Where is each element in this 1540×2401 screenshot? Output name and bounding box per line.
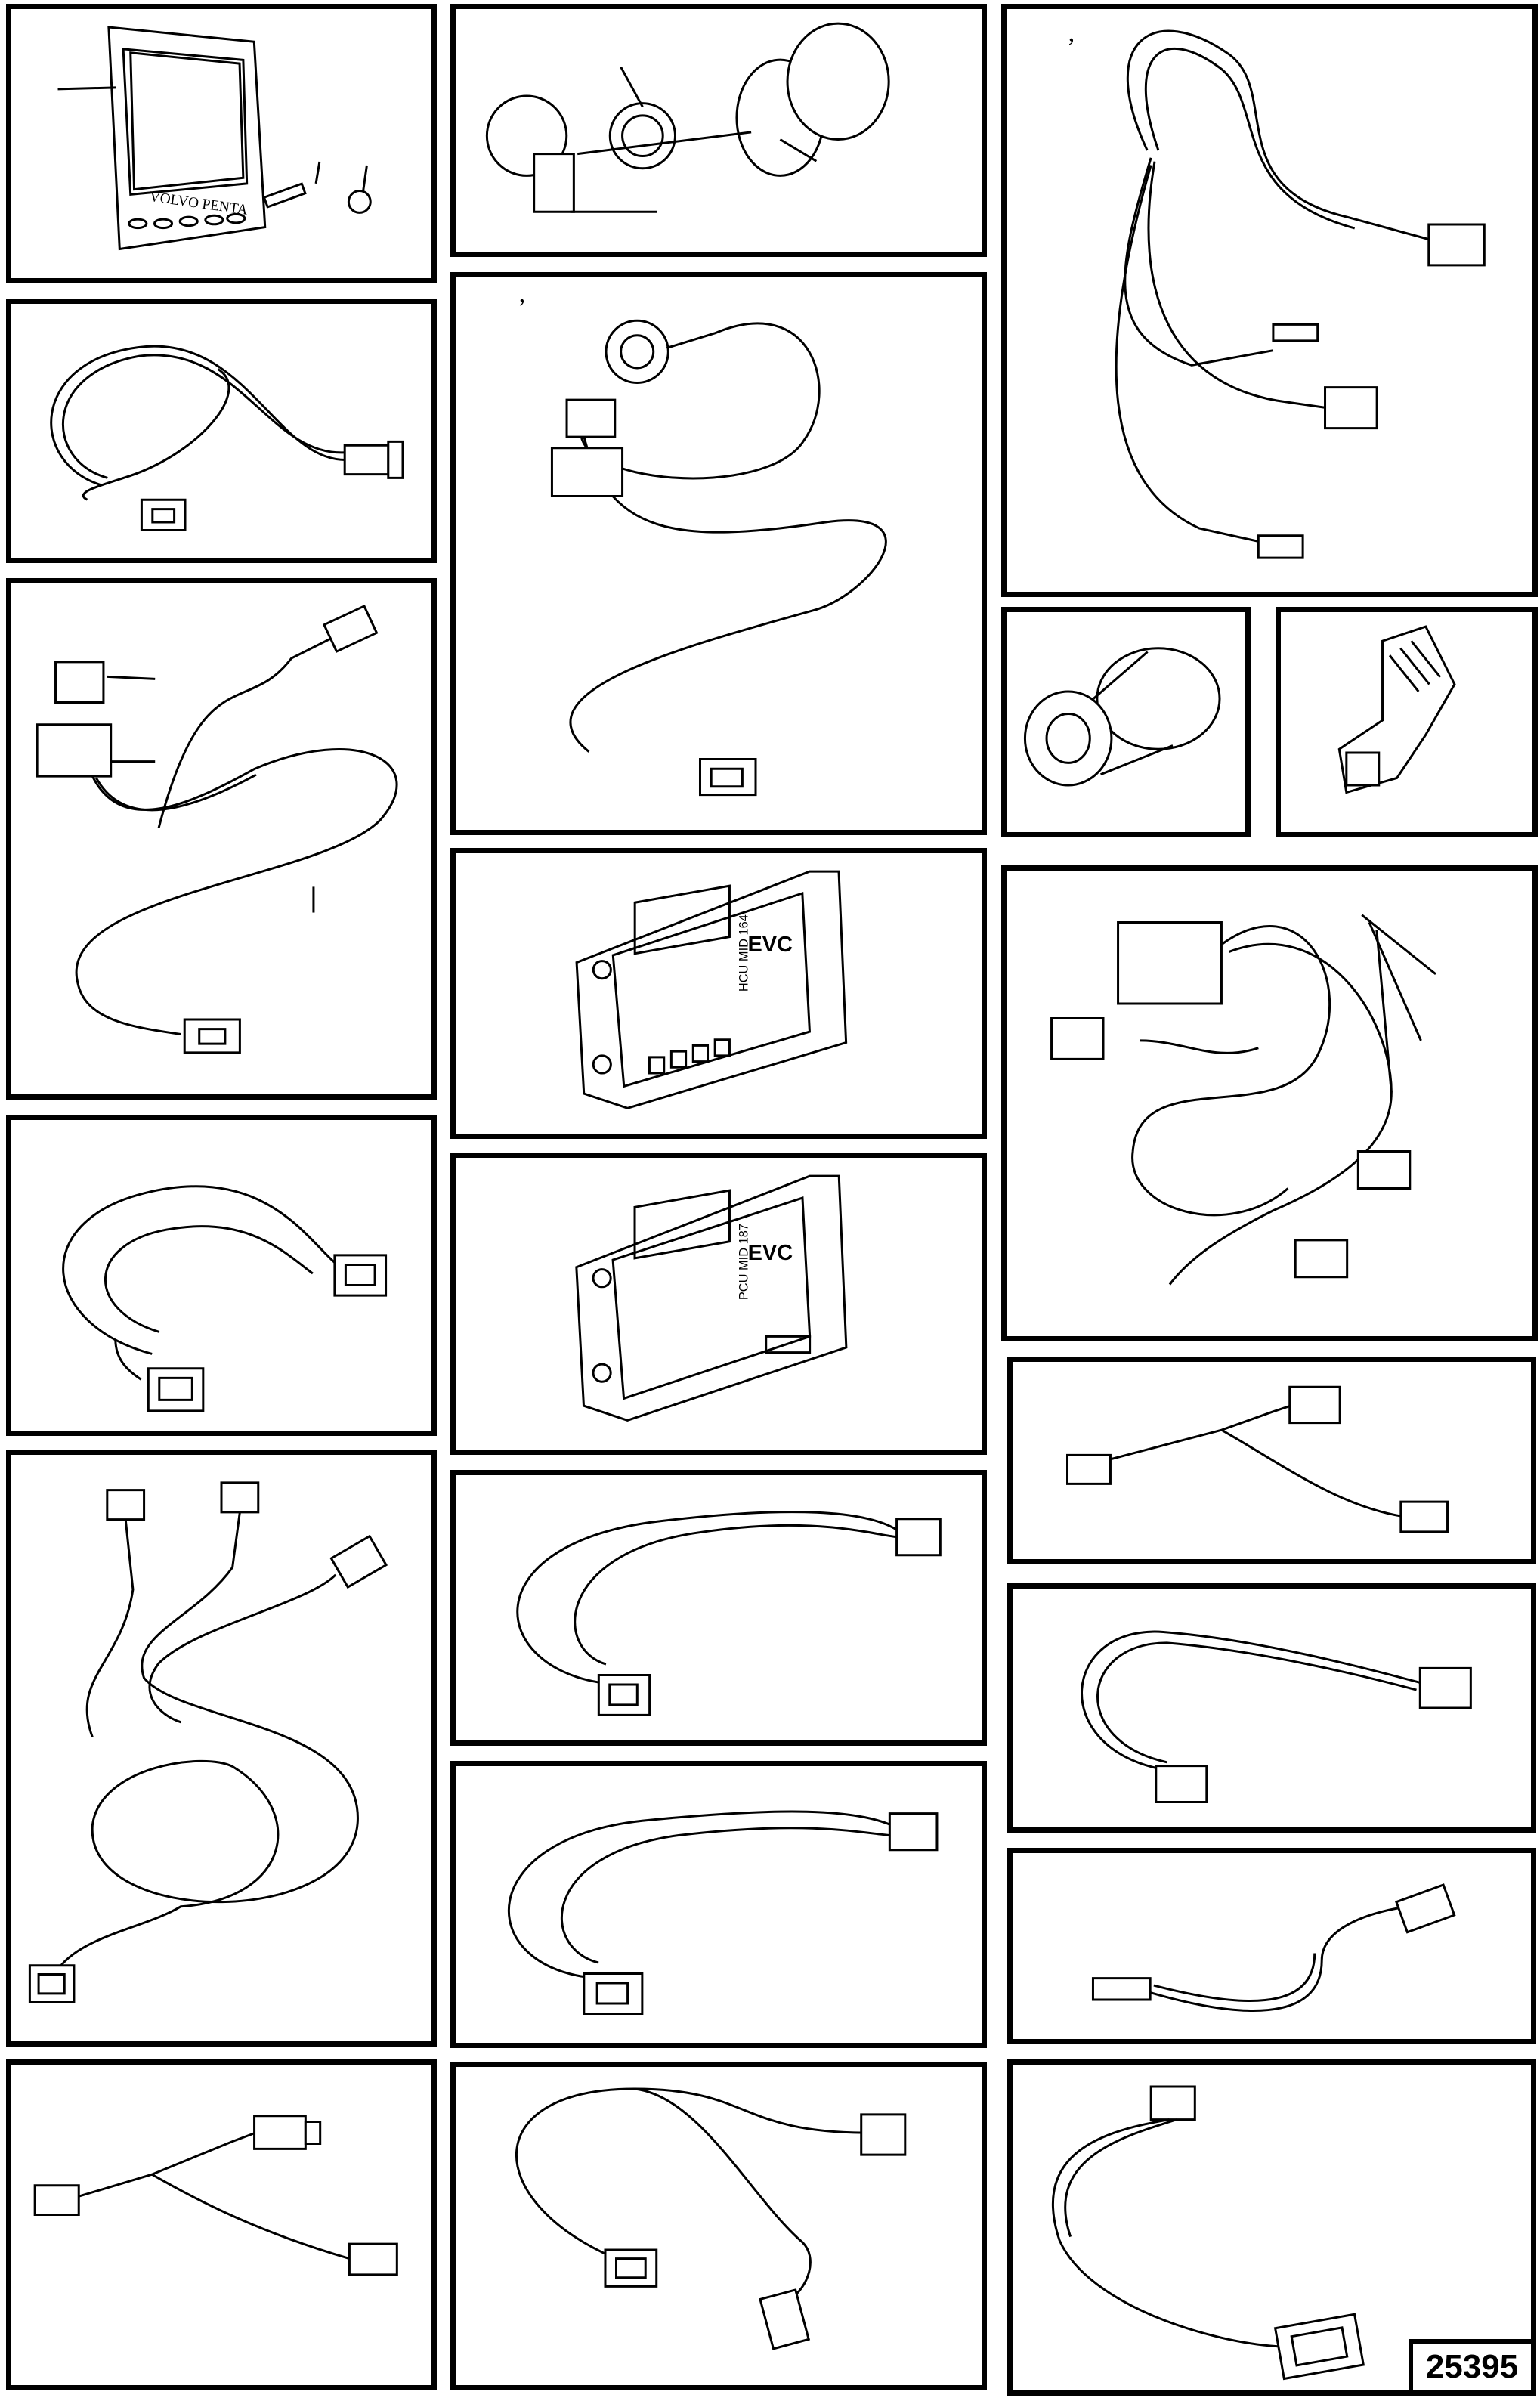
panel-ecu-pcu: EVC PCU MID 187 (450, 1153, 987, 1455)
tick-mark-2: ’ (1067, 33, 1076, 61)
panel-relay-harness (6, 578, 437, 1100)
y-adapter-left-drawing (11, 2065, 431, 2385)
panel-y-harness-middle (450, 2062, 987, 2390)
panel-socket-parts (450, 4, 987, 257)
display-unit-drawing: VOLVO PENTA (11, 9, 431, 278)
panel-bracket (1276, 607, 1538, 837)
branch-harness-drawing (1007, 9, 1532, 592)
panel-branch-harness: ’ (1001, 4, 1538, 597)
module-harness-drawing (1013, 2065, 1531, 2390)
bracket-drawing (1281, 612, 1532, 832)
ecu-pcu-model: PCU MID 187 (738, 1224, 751, 1300)
panel-cable-arc (1007, 1583, 1536, 1833)
reference-number: 25395 (1409, 2339, 1531, 2390)
ecu-hcu-title: EVC (748, 933, 793, 957)
panel-cable-coil-1 (6, 299, 437, 563)
panel-y-adapter-left (6, 2059, 437, 2390)
cable-coil-drawing (11, 304, 431, 558)
cable-arc-drawing (1013, 1589, 1531, 1827)
cable-coil-2-drawing (11, 1120, 431, 1431)
ecu-hcu-model: HCU MID 164 (738, 914, 751, 992)
relay-harness-drawing (11, 583, 431, 1094)
tick-mark-1: ’ (518, 294, 527, 322)
panel-y-harness-multi (6, 1450, 437, 2047)
socket-drawing (1007, 612, 1245, 832)
ecu-pcu-drawing: EVC PCU MID 187 (456, 1158, 982, 1450)
cable-coil-3-drawing (456, 1475, 982, 1740)
panel-relay-socket-harness: ’ (450, 272, 987, 835)
panel-cable-coil-4 (450, 1761, 987, 2048)
short-adapter-drawing (1013, 1853, 1531, 2039)
y-harness-multi-drawing (11, 1455, 431, 2041)
y-harness-middle-drawing (456, 2067, 982, 2385)
panel-cable-coil-3 (450, 1470, 987, 1746)
panel-ecu-hcu: EVC HCU MID 164 (450, 848, 987, 1139)
panel-module-harness: 25395 (1007, 2059, 1536, 2396)
cable-coil-4-drawing (456, 1766, 982, 2043)
panel-display-unit: VOLVO PENTA (6, 4, 437, 283)
panel-connector-harness (1001, 865, 1538, 1341)
panel-y-adapter-right (1007, 1357, 1536, 1564)
ecu-pcu-title: EVC (748, 1241, 793, 1265)
relay-socket-harness-drawing (456, 277, 982, 830)
y-adapter-right-drawing (1013, 1362, 1531, 1559)
connector-harness-drawing (1007, 871, 1532, 1336)
ecu-hcu-drawing: EVC HCU MID 164 (456, 853, 982, 1134)
socket-parts-drawing (456, 9, 982, 252)
panel-cable-coil-2 (6, 1115, 437, 1436)
panel-socket (1001, 607, 1251, 837)
panel-short-adapter (1007, 1848, 1536, 2044)
